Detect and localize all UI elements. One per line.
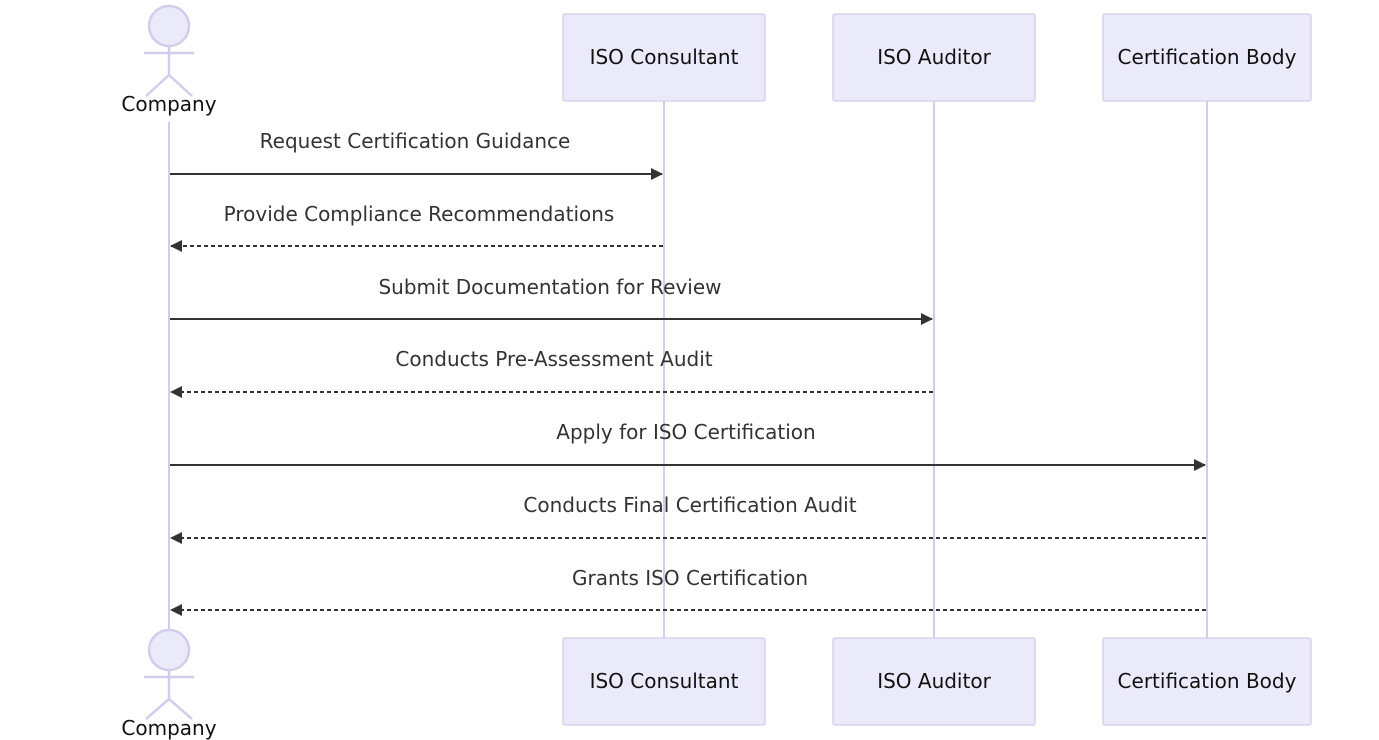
participant-label: Certification Body <box>1118 45 1297 69</box>
participant-label: Company <box>121 92 216 116</box>
participant-iso-auditor-bottom: ISO Auditor <box>832 637 1036 726</box>
participant-iso-auditor-top: ISO Auditor <box>832 13 1036 102</box>
message-label: Request Certification Guidance <box>260 129 571 153</box>
message-2: Provide Compliance Recommendations <box>170 202 663 252</box>
participant-label: ISO Auditor <box>877 45 991 69</box>
message-4: Conducts Pre-Assessment Audit <box>170 347 933 398</box>
message-label: Grants ISO Certification <box>572 566 808 590</box>
message-label: Submit Documentation for Review <box>378 275 721 299</box>
participant-certification-body-top: Certification Body <box>1102 13 1312 102</box>
participant-label: Company <box>121 716 216 740</box>
participant-box <box>832 13 1036 102</box>
message-5: Apply for ISO Certification <box>170 420 1206 471</box>
message-3: Submit Documentation for Review <box>170 275 933 325</box>
participant-company-top: Company <box>121 4 217 116</box>
participant-box <box>562 637 766 726</box>
actor-icon <box>147 628 191 672</box>
message-6: Conducts Final Certification Audit <box>170 493 1206 544</box>
message-label: Apply for ISO Certification <box>556 420 815 444</box>
participant-label: Certification Body <box>1118 669 1297 693</box>
message-7: Grants ISO Certification <box>170 566 1206 616</box>
actor-body <box>144 46 194 97</box>
participant-label: ISO Consultant <box>590 45 739 69</box>
participant-company-bottom: Company <box>121 628 217 740</box>
actor-body <box>144 670 194 720</box>
participant-iso-consultant-top: ISO Consultant <box>562 13 766 102</box>
participant-box <box>832 637 1036 726</box>
participant-box <box>1102 637 1312 726</box>
message-label: Provide Compliance Recommendations <box>224 202 615 226</box>
participant-box <box>562 13 766 102</box>
participant-certification-body-bottom: Certification Body <box>1102 637 1312 726</box>
participant-label: ISO Consultant <box>590 669 739 693</box>
participant-label: ISO Auditor <box>877 669 991 693</box>
actor-icon <box>147 4 191 48</box>
message-label: Conducts Pre-Assessment Audit <box>395 347 712 371</box>
participant-box <box>1102 13 1312 102</box>
message-label: Conducts Final Certification Audit <box>523 493 856 517</box>
message-1: Request Certification Guidance <box>170 129 663 180</box>
participant-iso-consultant-bottom: ISO Consultant <box>562 637 766 726</box>
